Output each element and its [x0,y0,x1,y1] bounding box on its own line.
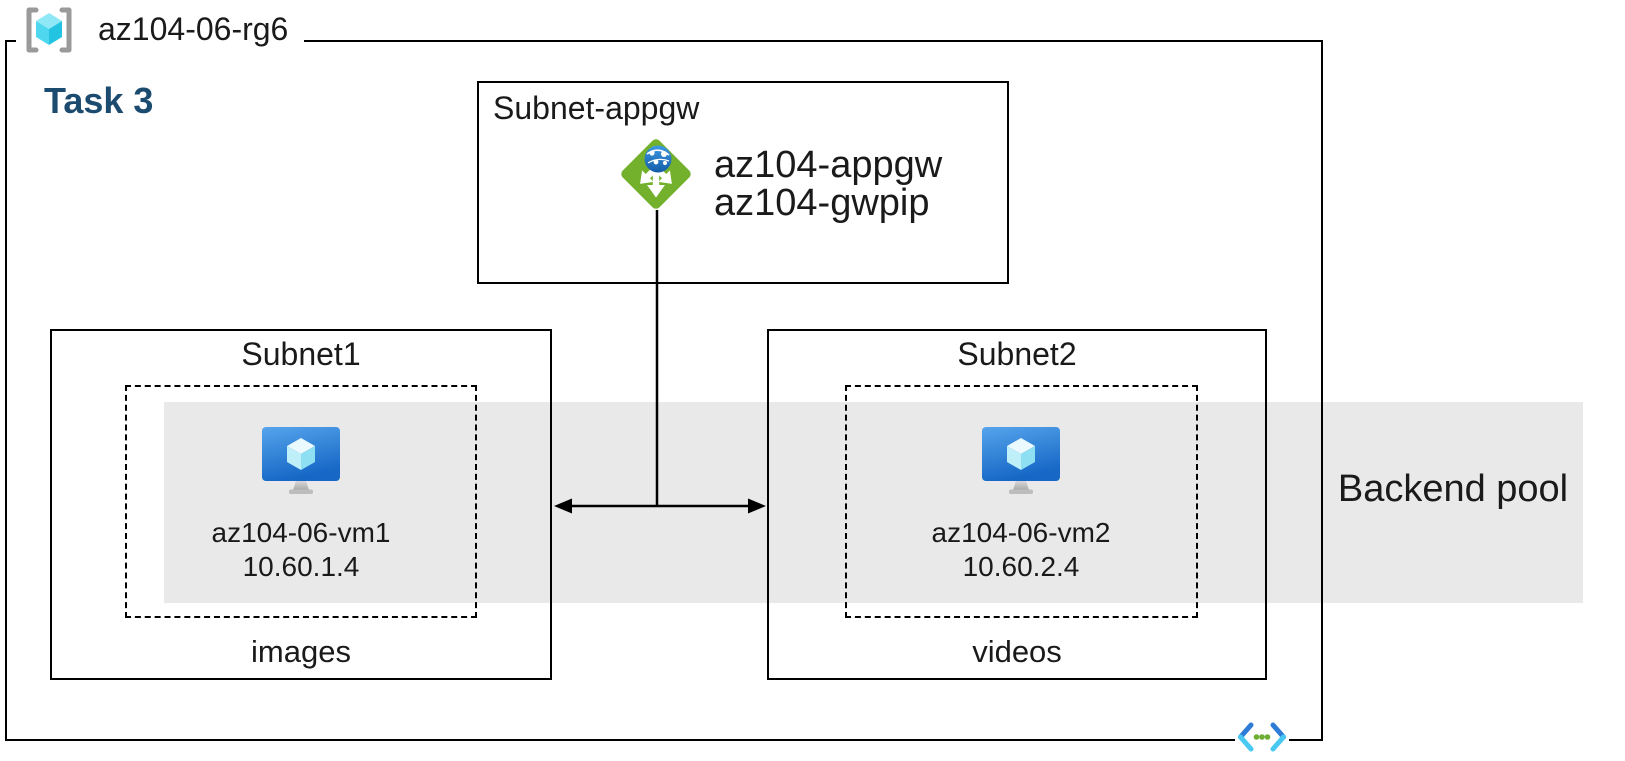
application-gateway-icon [621,139,691,209]
resource-group-border-gap [16,35,304,48]
vm1-name: az104-06-vm1 [211,517,391,548]
vm2-name: az104-06-vm2 [931,517,1111,548]
appgw-resource-names: az104-appgw az104-gwpip [714,146,942,222]
virtual-network-icon [1235,722,1289,752]
subnet1-box [50,329,552,680]
subnet2-backend-dashed-box [845,385,1198,618]
virtual-machine-icon [262,427,340,494]
arrowhead-left [554,498,572,514]
appgw-subnet-box [477,81,1009,284]
subnet1-caption: images [251,634,351,669]
task-label: Task 3 [44,80,154,121]
appgw-name: az104-appgw [714,144,943,186]
backend-pool-label: Backend pool [1337,468,1569,510]
subnet2-box [767,329,1267,680]
subnet1-backend-dashed-box [125,385,477,618]
subnet1-label: Subnet1 [241,336,361,372]
resource-group-box [5,40,1323,741]
resource-group-icon [26,7,72,53]
subnet2-caption: videos [972,634,1062,669]
appgw-subnet-label: Subnet-appgw [493,90,700,126]
vm2-ip: 10.60.2.4 [962,551,1080,582]
appgw-pip: az104-gwpip [714,182,930,224]
virtual-machine-icon [982,427,1060,494]
vm1-ip: 10.60.1.4 [242,551,360,582]
arrowhead-right [748,498,766,514]
vm2-labels: az104-06-vm2 10.60.2.4 [871,516,1171,584]
resource-group-label: az104-06-rg6 [98,11,289,47]
backend-pool-band [164,402,1583,603]
subnet2-label: Subnet2 [957,336,1077,372]
vm1-labels: az104-06-vm1 10.60.1.4 [151,516,451,584]
